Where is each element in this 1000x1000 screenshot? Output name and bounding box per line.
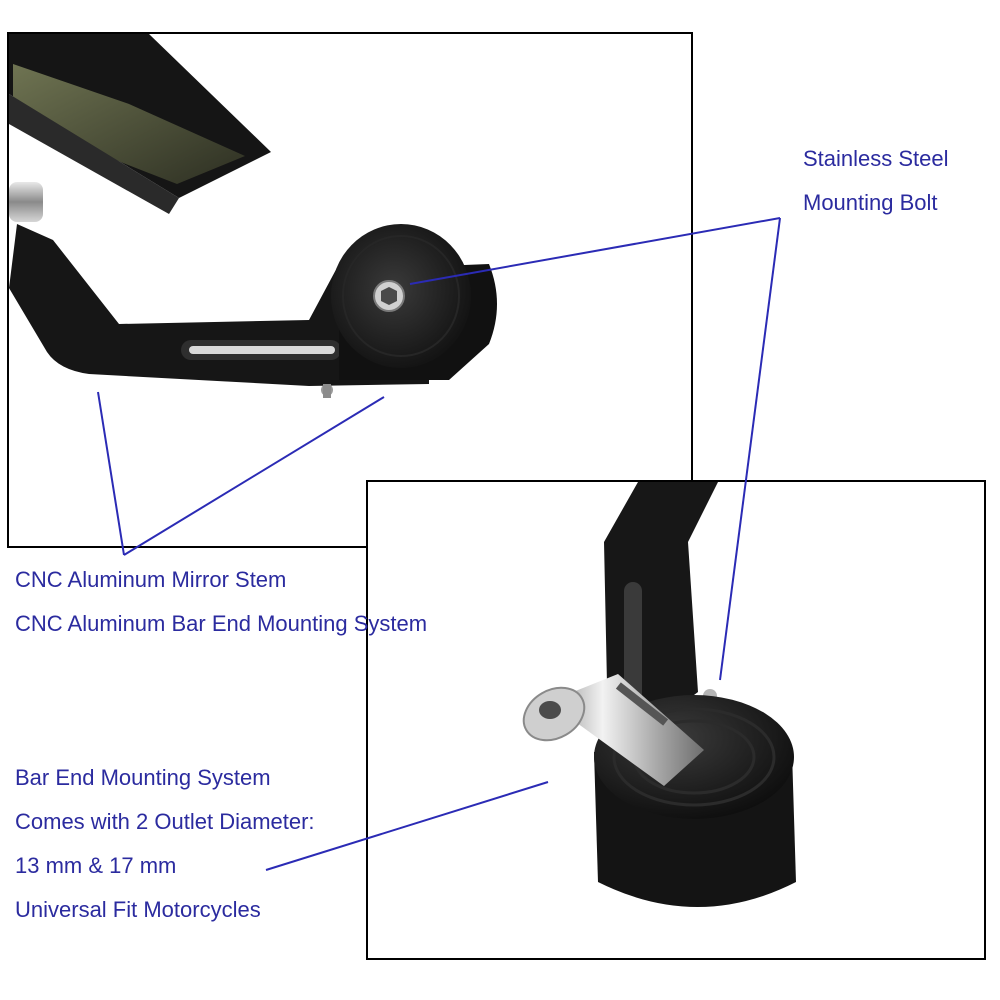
bolt-callout-line2: Mounting Bolt: [803, 190, 938, 215]
mirror-stem-arm: [9, 224, 429, 398]
mount-callout-line1: Bar End Mounting System: [15, 765, 271, 790]
bar-end-mount-photo-panel: [366, 480, 986, 960]
stem-callout-line2: CNC Aluminum Bar End Mounting System: [15, 611, 428, 636]
mirror-stem-arm-rear: [604, 482, 718, 732]
bolt-callout-line1: Stainless Steel: [803, 146, 949, 171]
bar-end-cap: [331, 224, 497, 380]
bar-end-mount-illustration: [522, 482, 796, 907]
steel-expander-insert: [522, 674, 704, 786]
mirror-stem-illustration: [9, 34, 497, 398]
mount-callout-line3: 13 mm & 17 mm: [15, 853, 177, 878]
chrome-joint: [9, 182, 43, 222]
mount-callout-line4: Universal Fit Motorcycles: [15, 897, 261, 922]
mount-callout-line2: Comes with 2 Outlet Diameter:: [15, 809, 315, 834]
mirror-stem-photo-panel: [7, 32, 693, 548]
mirror-head: [9, 34, 271, 214]
stem-callout-line1: CNC Aluminum Mirror Stem: [15, 567, 287, 592]
